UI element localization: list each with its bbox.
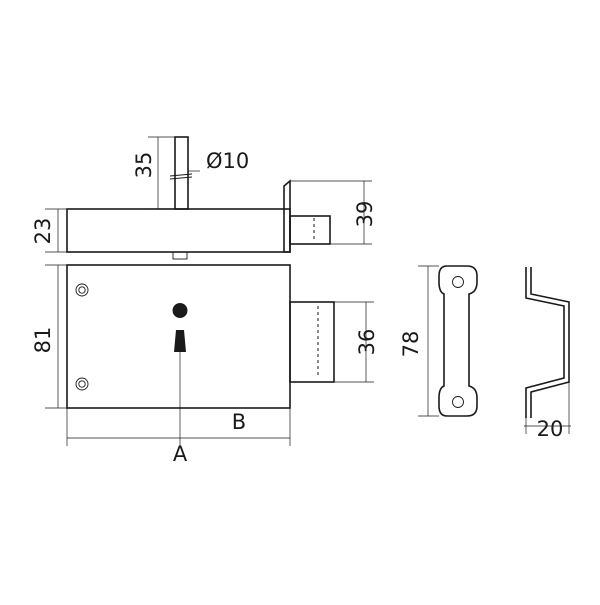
keyhole-icon [172,303,188,352]
dim-deadbolt-height: 36 [355,329,379,356]
dim-cover-height: 23 [31,218,55,245]
strike-plate-profile [525,267,570,418]
screw-hole-top [75,283,89,297]
dimension-lines [45,136,571,446]
dim-strike-depth: 20 [537,417,564,441]
deadbolt [289,301,335,383]
dimension-labels: 35 Ø10 23 39 81 36 78 A B 20 [31,149,563,466]
top-view [66,136,331,260]
bolt-break-mark [169,176,193,180]
strike-screw-hole-bottom [452,396,464,408]
dim-b-label: B [232,410,246,434]
forend-plate [283,179,291,253]
dim-latch-height: 39 [353,201,377,228]
strike-screw-hole-top [452,276,464,288]
front-view [66,264,335,409]
dim-bolt-length: 35 [132,152,156,179]
strike-plate-front [438,265,478,417]
screw-hole-bottom [75,377,89,391]
dim-strike-height: 78 [399,331,423,358]
bolt-break-mark [169,173,193,177]
latch-bolt [289,215,331,245]
dim-case-height: 81 [31,327,55,354]
bolt-pin [174,136,189,210]
cover-tab [172,251,188,260]
cover-body [66,208,291,253]
dim-bolt-diameter: Ø10 [206,149,249,173]
dim-a-label: A [173,442,188,466]
